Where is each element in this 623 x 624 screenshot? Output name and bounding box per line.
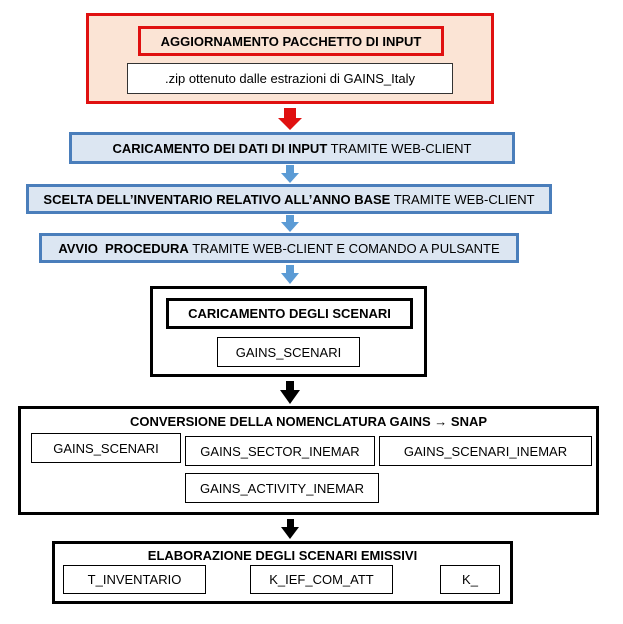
- elaboration-table: K_: [440, 565, 500, 594]
- step-start-procedure-text: TRAMITE WEB-CLIENT E COMANDO A PULSANTE: [188, 240, 500, 256]
- step-select-inventory-text: TRAMITE WEB-CLIENT: [390, 191, 535, 207]
- black-down-arrow-icon: [281, 519, 299, 539]
- conversion-table: GAINS_ACTIVITY_INEMAR: [185, 473, 379, 503]
- conversion-title-suffix: SNAP: [447, 413, 488, 429]
- conversion-table: GAINS_SECTOR_INEMAR: [185, 436, 375, 466]
- elaboration-table: K_IEF_COM_ATT: [250, 565, 393, 594]
- step-load-input: CARICAMENTO DEI DATI DI INPUT TRAMITE WE…: [69, 132, 515, 164]
- conversion-table: GAINS_SCENARI: [31, 433, 181, 463]
- black-down-arrow-icon: [280, 381, 300, 404]
- step-load-input-text: TRAMITE WEB-CLIENT: [327, 140, 472, 156]
- elaboration-table: T_INVENTARIO: [63, 565, 206, 594]
- zip-source-box: .zip ottenuto dalle estrazioni di GAINS_…: [127, 63, 453, 94]
- red-down-arrow-icon: [278, 108, 302, 130]
- scenario-loading-title: CARICAMENTO DEGLI SCENARI: [166, 298, 413, 329]
- conversion-table: GAINS_SCENARI_INEMAR: [379, 436, 592, 466]
- step-select-inventory-bold: SCELTA DELL’INVENTARIO RELATIVO ALL’ANNO…: [43, 191, 391, 207]
- input-package-title: AGGIORNAMENTO PACCHETTO DI INPUT: [138, 26, 444, 56]
- gains-scenari-box: GAINS_SCENARI: [217, 337, 360, 367]
- blue-down-arrow-icon: [281, 215, 299, 232]
- blue-down-arrow-icon: [281, 165, 299, 183]
- step-start-procedure: AVVIO PROCEDURA TRAMITE WEB-CLIENT E COM…: [39, 233, 519, 263]
- right-arrow-icon: →: [434, 413, 448, 429]
- elaboration-title: ELABORAZIONE DEGLI SCENARI EMISSIVI: [147, 547, 418, 563]
- step-start-procedure-bold: AVVIO PROCEDURA: [58, 240, 189, 256]
- step-load-input-bold: CARICAMENTO DEI DATI DI INPUT: [112, 140, 328, 156]
- blue-down-arrow-icon: [281, 265, 299, 284]
- step-select-inventory: SCELTA DELL’INVENTARIO RELATIVO ALL’ANNO…: [26, 184, 552, 214]
- conversion-title-prefix: CONVERSIONE DELLA NOMENCLATURA GAINS: [129, 413, 435, 429]
- conversion-title: CONVERSIONE DELLA NOMENCLATURA GAINS → S…: [18, 411, 599, 431]
